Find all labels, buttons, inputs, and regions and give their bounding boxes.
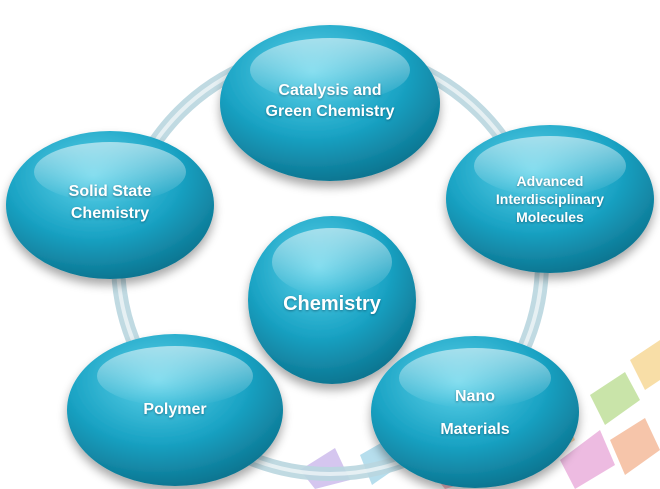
diagram-graphic: [6, 25, 660, 489]
diagram-canvas: Catalysis and Green Chemistry Advanced I…: [6, 25, 660, 489]
